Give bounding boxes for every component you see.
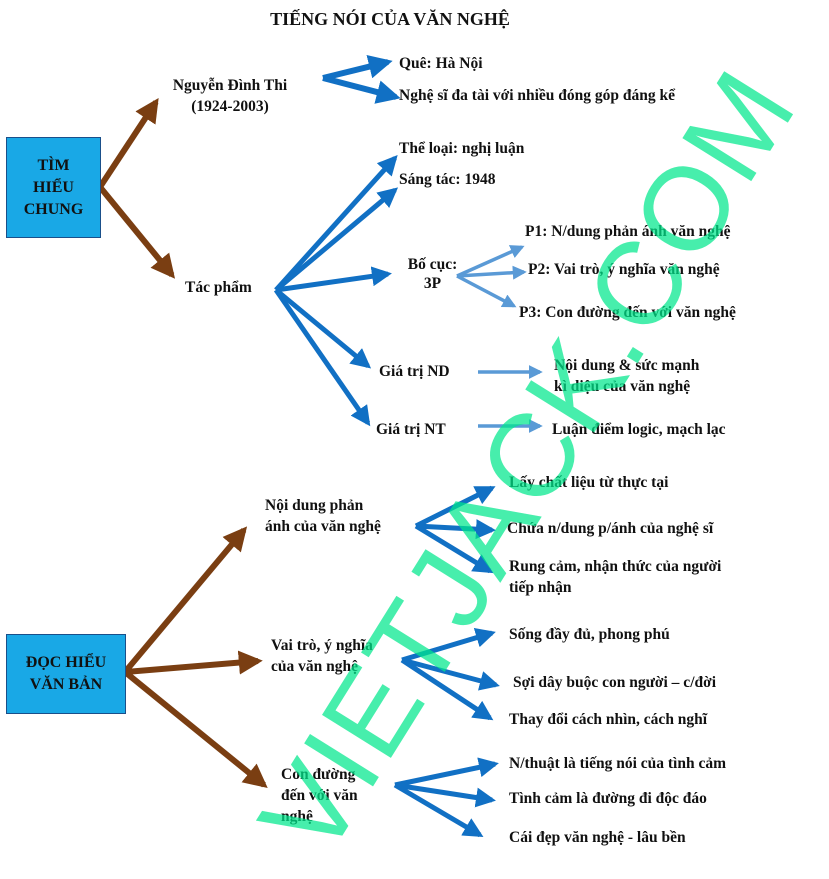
box-doc-hieu-van-ban: ĐỌC HIỂU VĂN BẢN	[6, 634, 126, 714]
content-value-label: Giá trị ND	[379, 363, 450, 380]
branch-label: ánh của văn nghệ	[265, 518, 381, 535]
branch-label: Vai trò, ý nghĩa	[271, 637, 373, 654]
connector-arrow	[322, 54, 393, 81]
content-value-text: Nội dung & sức mạnh	[554, 357, 700, 374]
branch-item: N/thuật là tiếng nói của tình cảm	[509, 755, 727, 772]
layout-part: P2: Vai trò, ý nghĩa văn nghệ	[528, 261, 720, 278]
connector-arrow	[124, 650, 263, 675]
author-item: Nghệ sĩ đa tài với nhiều đóng góp đáng k…	[399, 87, 676, 104]
connector-arrow	[456, 245, 525, 278]
arrows-layer	[97, 54, 543, 838]
layout-part: P3: Con đường đến với văn nghệ	[519, 304, 736, 321]
connector-arrow	[400, 657, 494, 721]
connector-arrow	[97, 185, 176, 279]
connector-arrow	[322, 75, 401, 104]
connector-arrow	[274, 155, 398, 292]
branch-item: Rung cảm, nhận thức của người	[509, 558, 722, 575]
connector-arrow	[456, 265, 527, 280]
branch-item: Chứa n/dung p/ánh của nghệ sĩ	[507, 520, 714, 537]
branch-item: tiếp nhận	[509, 579, 572, 596]
connector-arrow	[275, 266, 392, 293]
art-value-label: Giá trị NT	[376, 421, 446, 438]
connector-arrow	[414, 523, 494, 574]
connector-arrow	[415, 519, 496, 540]
connector-arrow	[123, 669, 268, 789]
box-label: ĐỌC HIỂU VĂN BẢN	[25, 654, 107, 693]
branch-item: Sợi dây buộc con người – c/đời	[513, 674, 717, 691]
connector-arrow	[274, 187, 399, 292]
layout-label: Bố cục:	[407, 256, 458, 273]
branch-item: Cái đẹp văn nghệ - lâu bền	[509, 829, 686, 846]
work-written: Sáng tác: 1948	[399, 171, 496, 188]
work-label: Tác phẩm	[185, 279, 252, 296]
author-name: Nguyễn Đình Thi	[172, 77, 288, 94]
branch-item: Sống đầy đủ, phong phú	[509, 626, 670, 643]
work-genre: Thể loại: nghị luận	[399, 140, 525, 157]
branch-item: Thay đổi cách nhìn, cách nghĩ	[509, 711, 708, 728]
connector-arrow	[122, 526, 248, 674]
branch-label: đến với văn	[281, 787, 358, 804]
branch-label: của văn nghệ	[271, 658, 358, 675]
box-tim-hieu-chung: TÌM HIỂU CHUNG	[6, 137, 101, 238]
connector-arrow	[401, 628, 496, 663]
layout-count: 3P	[423, 275, 442, 292]
connector-arrow	[97, 97, 159, 189]
branch-label: nghệ	[281, 808, 313, 825]
author-item: Quê: Hà Nội	[399, 55, 483, 72]
diagram-title: TIẾNG NÓI CỦA VĂN NGHỆ	[270, 9, 510, 29]
connector-arrow	[456, 274, 517, 308]
author-years: (1924-2003)	[191, 98, 269, 115]
connector-arrow	[401, 657, 500, 691]
connector-arrow	[273, 288, 371, 427]
layout-part: P1: N/dung phản ánh văn nghệ	[525, 223, 731, 240]
branch-label: Con đường	[281, 766, 356, 783]
art-value-text: Luận điểm logic, mạch lạc	[552, 421, 726, 438]
connector-arrow	[393, 782, 484, 838]
connector-arrow	[394, 782, 496, 808]
branch-label: Nội dung phản	[265, 497, 364, 514]
content-value-text: kì diệu của văn nghệ	[554, 378, 691, 395]
box-label: TÌM HIỂU CHUNG	[23, 156, 84, 218]
connector-arrow	[274, 288, 372, 369]
connector-arrow	[414, 485, 496, 529]
connector-arrow	[394, 757, 499, 788]
branch-item: Tình cảm là đường đi độc đáo	[509, 790, 707, 807]
branch-item: Lấy chất liệu từ thực tại	[509, 474, 669, 491]
